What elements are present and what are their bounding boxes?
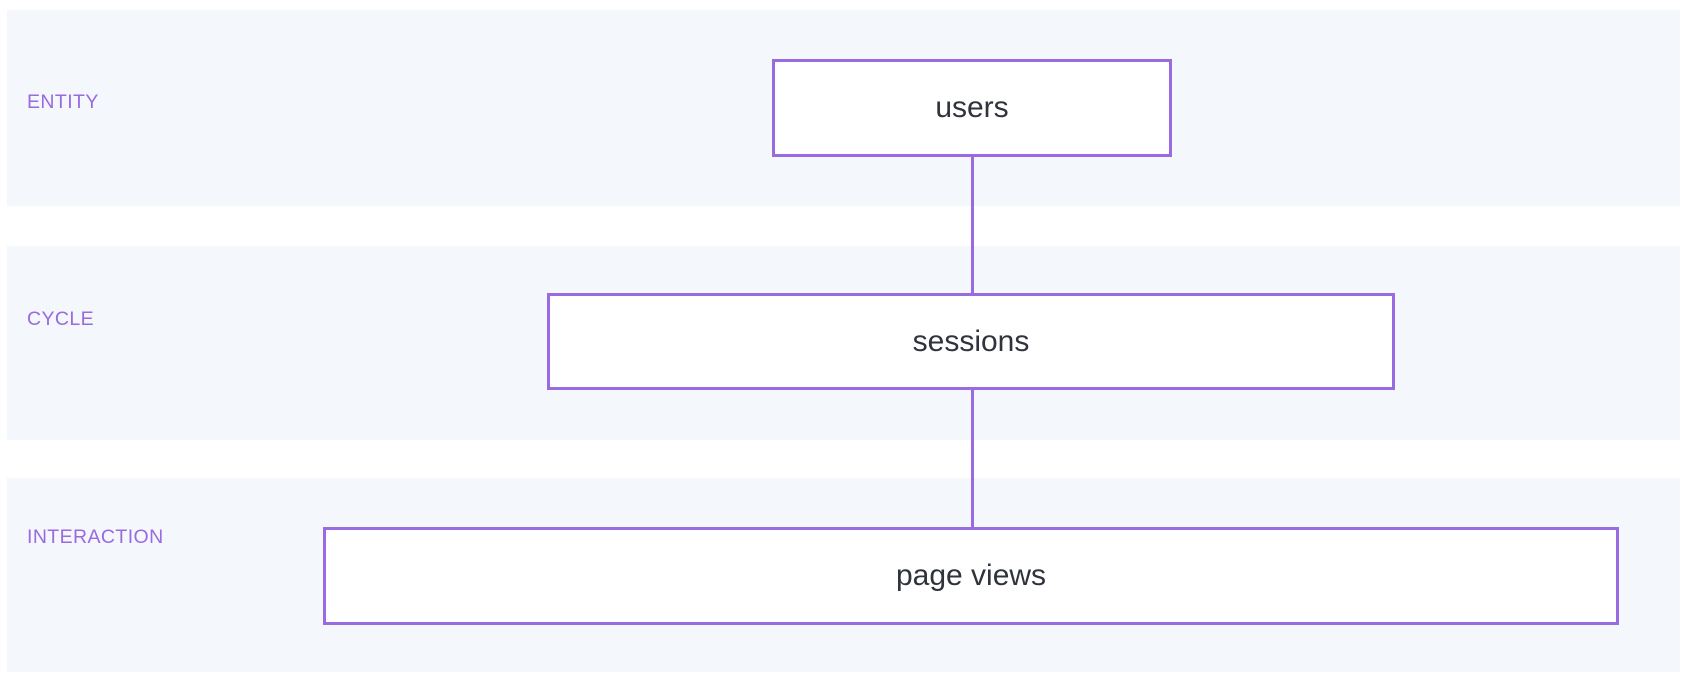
tier-label-entity: ENTITY (27, 91, 99, 113)
tier-label-cycle: CYCLE (27, 308, 95, 330)
node-sessions[interactable]: sessions (547, 293, 1395, 390)
node-users-label: users (935, 91, 1009, 124)
tier-label-interaction: INTERACTION (27, 526, 164, 548)
node-users[interactable]: users (772, 59, 1172, 157)
connector-users-to-sessions (971, 155, 974, 295)
node-page-views-label: page views (895, 559, 1047, 592)
node-page-views[interactable]: page views (323, 527, 1619, 625)
node-sessions-label: sessions (912, 324, 1030, 358)
connector-sessions-to-page-views (971, 388, 974, 529)
